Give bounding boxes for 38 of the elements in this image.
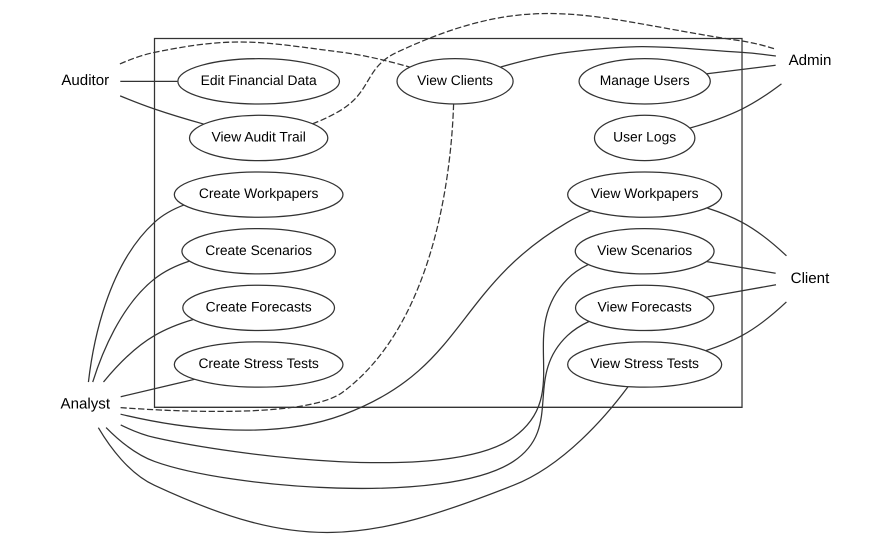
connector <box>707 208 787 256</box>
node-ellipse: Edit Financial Data <box>177 58 340 105</box>
connector <box>500 46 776 68</box>
cluster <box>154 38 743 408</box>
connector <box>312 13 776 124</box>
node-ellipse: Create Scenarios <box>181 228 336 275</box>
node-text: Client <box>790 270 830 287</box>
node-text: Auditor <box>61 72 110 90</box>
connector <box>106 320 590 489</box>
connector <box>706 284 776 298</box>
node-ellipse: View Audit Trail <box>188 114 328 162</box>
node-ellipse: Create Forecasts <box>182 284 336 332</box>
node-ellipse: Create Stress Tests <box>174 341 344 388</box>
node-ellipse: View Scenarios <box>574 228 715 275</box>
connector <box>88 204 184 382</box>
connector <box>120 264 588 464</box>
node-ellipse: View Stress Tests <box>567 341 722 388</box>
node-text: Admin <box>788 52 832 70</box>
connector <box>120 210 592 431</box>
connector <box>120 378 195 398</box>
node-ellipse: View Forecasts <box>574 284 714 332</box>
connector <box>92 260 190 382</box>
node-ellipse: View Clients <box>396 58 514 105</box>
node-text: Analyst <box>60 396 110 413</box>
node-ellipse: User Logs <box>594 114 696 162</box>
connector <box>706 302 787 352</box>
connector <box>706 261 776 274</box>
connector <box>120 80 178 82</box>
node-ellipse: View Workpapers <box>567 171 722 218</box>
node-ellipse: Manage Users <box>578 58 711 105</box>
connector <box>706 64 776 74</box>
connector <box>120 95 204 125</box>
connector <box>120 41 410 68</box>
connector <box>103 318 194 382</box>
connector <box>689 83 782 129</box>
connector <box>120 104 454 412</box>
connector <box>98 386 629 533</box>
node-ellipse: Create Workpapers <box>174 171 344 218</box>
